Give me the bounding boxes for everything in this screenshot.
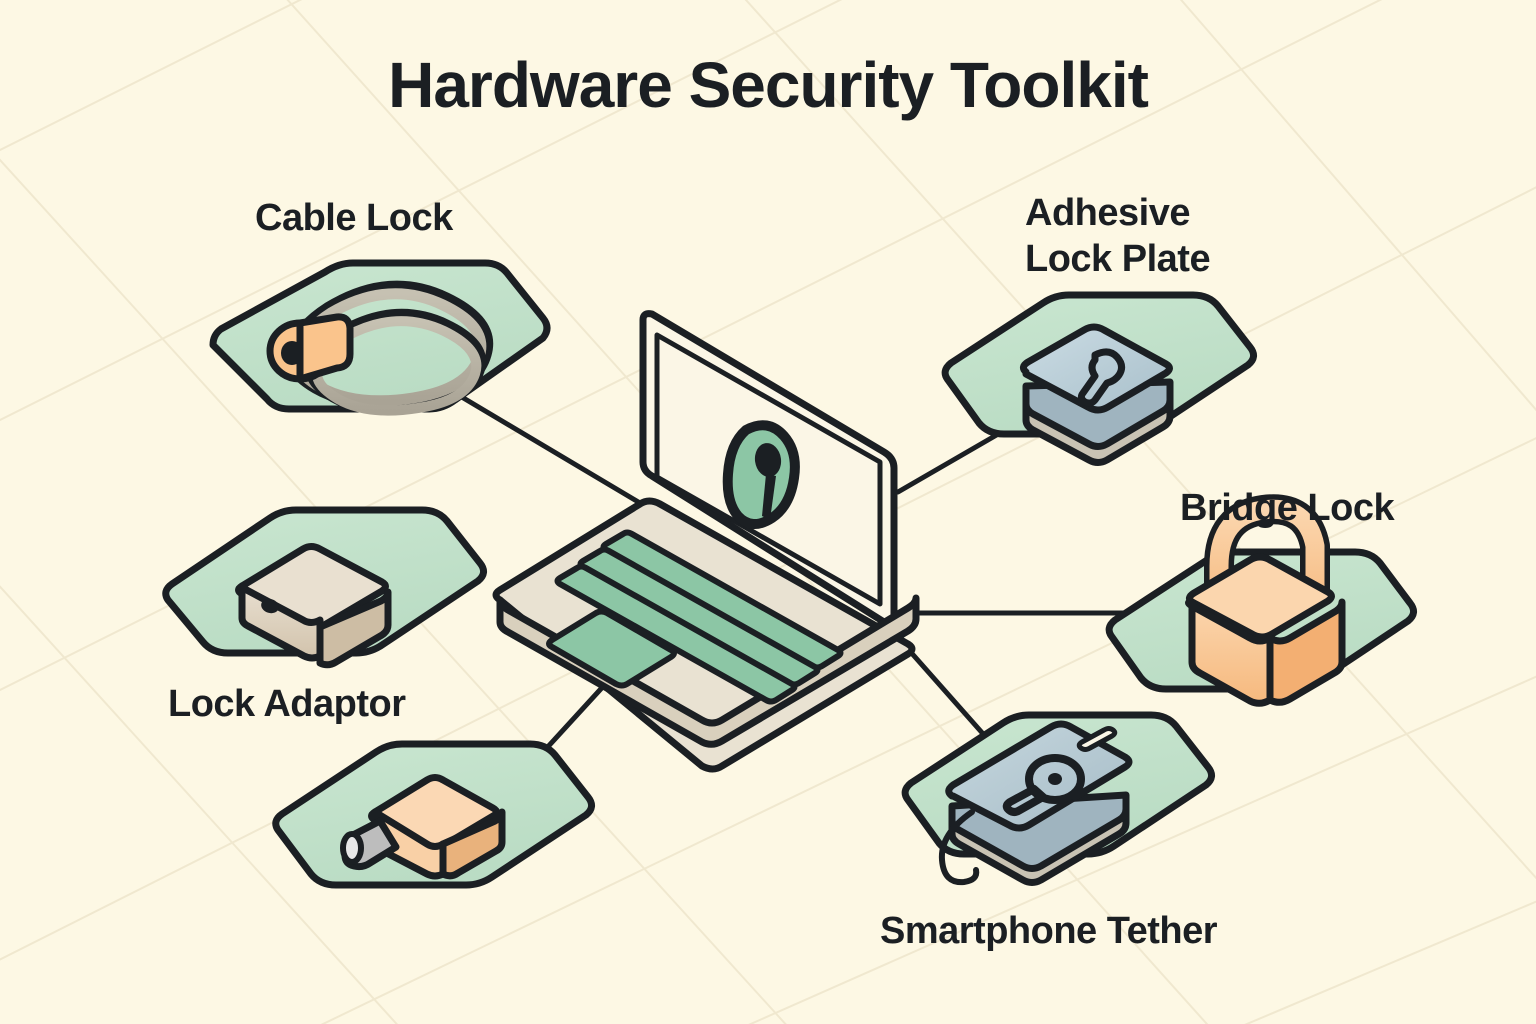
node-smartphone-tether[interactable] bbox=[901, 711, 1215, 886]
phone-speaker-slot bbox=[1076, 726, 1118, 752]
connector-cable-lock bbox=[452, 390, 643, 506]
label-adhesive-lock-plate: Adhesive Lock Plate bbox=[1025, 192, 1211, 280]
adaptor-cube-icon bbox=[235, 543, 392, 669]
node-lock-adaptor[interactable] bbox=[162, 506, 487, 669]
lock-plate-keyhole-icon bbox=[1019, 323, 1174, 466]
plug-cube-icon bbox=[340, 774, 506, 880]
page-title: Hardware Security Toolkit bbox=[388, 49, 1149, 121]
laptop-keyboard bbox=[554, 529, 844, 705]
label-lock-adaptor: Lock Adaptor bbox=[168, 683, 406, 725]
label-bridge-lock: Bridge Lock bbox=[1180, 487, 1395, 529]
padlock-icon bbox=[1185, 494, 1346, 707]
phone-keyhole-glyph bbox=[1002, 754, 1085, 816]
plate-keyhole-glyph bbox=[1077, 348, 1126, 407]
node-cable-lock[interactable] bbox=[209, 259, 551, 416]
keyhole-icon bbox=[722, 420, 800, 529]
node-adhesive-lock-plate[interactable] bbox=[941, 291, 1257, 466]
node-bridge-lock[interactable] bbox=[1105, 494, 1417, 707]
node-plug-adaptor[interactable] bbox=[272, 740, 595, 889]
laptop-hub[interactable] bbox=[492, 310, 920, 773]
label-smartphone-tether: Smartphone Tether bbox=[880, 910, 1218, 952]
tether-cable bbox=[938, 809, 980, 886]
label-cable-lock: Cable Lock bbox=[255, 197, 453, 239]
cable-lock-icon bbox=[266, 280, 494, 416]
laptop-trackpad bbox=[546, 608, 677, 689]
connector-adhesive-lock-plate bbox=[895, 430, 1003, 495]
smartphone-keyhole-icon bbox=[938, 720, 1133, 886]
